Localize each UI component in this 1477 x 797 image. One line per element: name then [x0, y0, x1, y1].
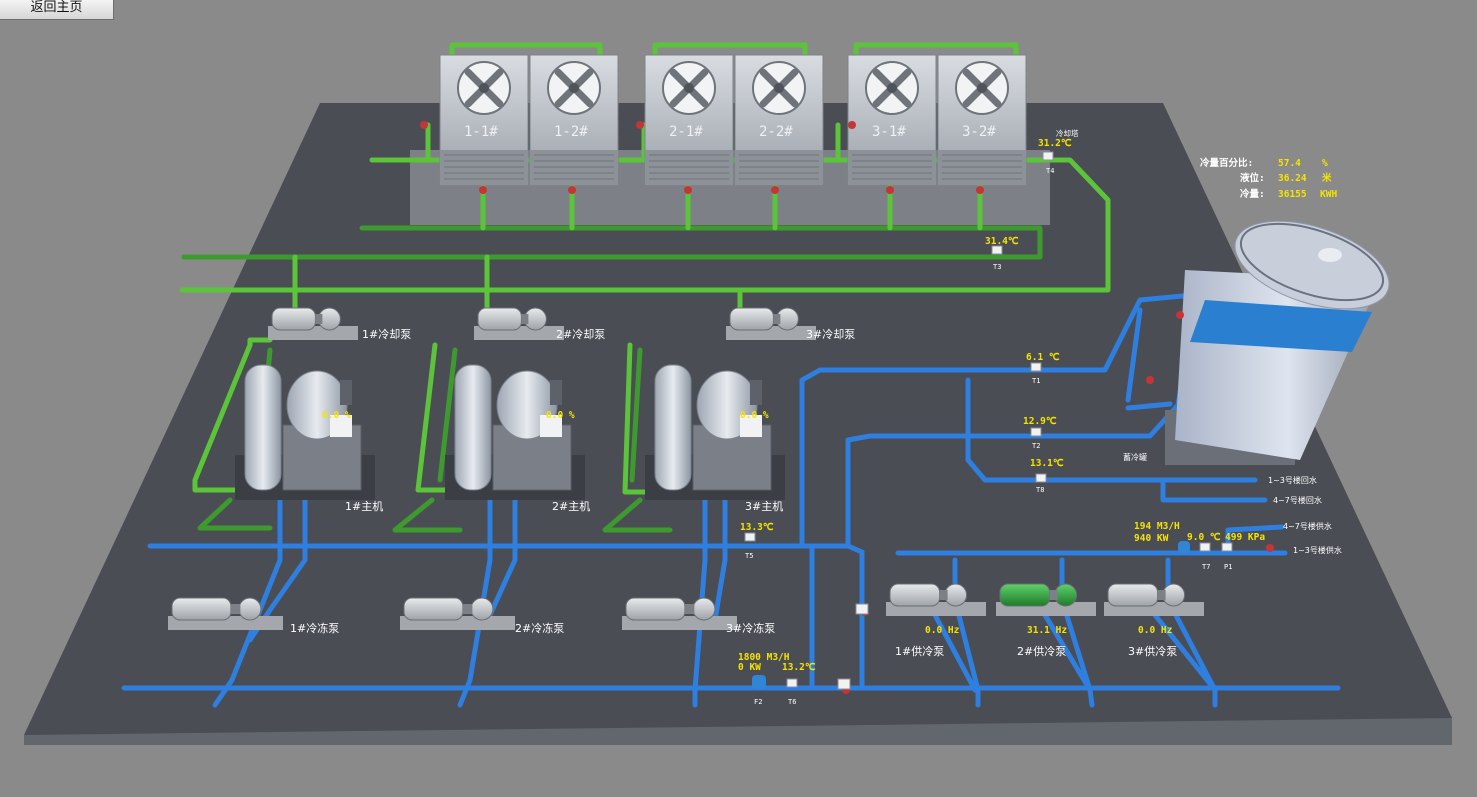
sensor-tag: T2 [1032, 442, 1040, 450]
supply-power-value: 940 KW [1134, 533, 1169, 544]
sensor-tag: P1 [1224, 563, 1232, 571]
cold-pct-label: 冷量百分比: [1200, 157, 1253, 169]
tower-label: 2-1# [669, 124, 703, 140]
flow-meters [752, 541, 1190, 689]
supply-pump-freq: 0.0 Hz [1138, 625, 1173, 636]
pump-unit[interactable] [474, 307, 564, 340]
fan-icon [872, 68, 912, 108]
cooling-tower[interactable]: 1-2# [529, 54, 619, 186]
sensor-t8-value: 13.1℃ [1030, 458, 1064, 469]
pipe-destination-label: 1~3号楼回水 [1268, 475, 1317, 485]
tower-label: 1-1# [464, 124, 498, 140]
cooling-tower[interactable]: 1-1# [439, 54, 529, 186]
pipe-destination-label: 1~3号楼供水 [1293, 545, 1342, 555]
main-power-value: 0 KW [738, 662, 761, 673]
cooling-tower[interactable]: 2-1# [644, 54, 734, 186]
sensor-tag: T5 [745, 552, 753, 560]
cold-pct-value: 57.4 [1278, 158, 1301, 169]
fan-icon [464, 68, 504, 108]
cold-label: 冷量: [1240, 188, 1265, 200]
chilled-pumps [168, 597, 737, 630]
cooling-tower[interactable]: 3-2# [937, 54, 1027, 186]
chiller-load-value: 0.0 % [546, 410, 575, 421]
sensor-t7-value: 9.0 ℃ [1187, 532, 1221, 543]
sensor-tag: T8 [1036, 486, 1044, 494]
sensor-tag: T6 [788, 698, 796, 706]
pipe-destination-label: 4~7号楼供水 [1283, 521, 1332, 531]
cold-value: 36155 [1278, 189, 1307, 200]
fan-icon [962, 68, 1002, 108]
chiller-load-value: 0.0 % [322, 410, 351, 421]
instrument-boxes [744, 151, 1233, 690]
sensor-tag: T7 [1202, 563, 1210, 571]
fan-icon [554, 68, 594, 108]
sensor-tag: F2 [754, 698, 762, 706]
fan-icon [669, 68, 709, 108]
pump-unit[interactable] [1104, 583, 1204, 616]
chiller-label: 2#主机 [552, 499, 590, 513]
supply-pump-label: 2#供冷泵 [1017, 644, 1066, 658]
cooling-tower[interactable]: 2-2# [734, 54, 824, 186]
tank-label: 蓄冷罐 [1123, 452, 1147, 462]
sensor-t2-value: 12.9℃ [1023, 416, 1057, 427]
ice-storage-tank [1165, 220, 1390, 465]
level-label: 液位: [1240, 172, 1265, 184]
sensor-t4-value: 31.2℃ [1038, 138, 1072, 149]
chilled-pump-label: 3#冷冻泵 [726, 621, 775, 635]
tower-label: 3-2# [962, 124, 996, 140]
sensor-tag: T3 [993, 263, 1001, 271]
pump-unit[interactable] [726, 307, 816, 340]
chillers [235, 364, 785, 500]
sensor-t1-value: 6.1 ℃ [1026, 352, 1060, 363]
chiller-unit[interactable] [235, 364, 375, 500]
pump-unit[interactable] [268, 307, 358, 340]
cold-pct-unit: % [1322, 158, 1328, 169]
chiller-unit[interactable] [445, 364, 585, 500]
chilled-pump-label: 2#冷冻泵 [515, 621, 564, 635]
cooling-towers: 1-1# 1-2# 2-1# 2-2# 3-1# 3-2# [439, 54, 1027, 186]
chiller-label: 1#主机 [345, 499, 383, 513]
cooling-tower[interactable]: 3-1# [847, 54, 937, 186]
chiller-load-value: 0.0 % [740, 410, 769, 421]
floor-edge [24, 718, 1452, 745]
supply-pump-freq: 31.1 Hz [1027, 625, 1067, 636]
tower-label: 2-2# [759, 124, 793, 140]
pump-unit[interactable] [886, 583, 986, 616]
chiller-unit[interactable] [645, 364, 785, 500]
fan-icon [759, 68, 799, 108]
tower-label: 1-2# [554, 124, 588, 140]
main-flow-value: 1800 M3/H [738, 652, 790, 663]
pipe-destination-label: 4~7号楼回水 [1273, 495, 1322, 505]
cold-unit: KWH [1320, 189, 1337, 200]
pump-unit[interactable] [400, 597, 515, 630]
pump-running[interactable] [996, 583, 1096, 616]
chiller-label: 3#主机 [745, 499, 783, 513]
sensor-t3-value: 31.4℃ [985, 236, 1019, 247]
back-home-button[interactable]: 返回主页 [0, 0, 114, 20]
level-value: 36.24 [1278, 173, 1307, 184]
tower-group-label: 冷却塔 [1056, 128, 1079, 138]
level-unit: 米 [1321, 172, 1332, 184]
cooling-pump-label: 3#冷却泵 [806, 328, 855, 341]
sensor-t6-value: 13.2℃ [782, 662, 816, 673]
cooling-pump-label: 1#冷却泵 [362, 328, 411, 341]
supply-pump-freq: 0.0 Hz [925, 625, 960, 636]
cooling-pumps [268, 307, 816, 340]
supply-pump-label: 1#供冷泵 [895, 644, 944, 658]
sensor-p1-value: 499 KPa [1225, 532, 1265, 543]
pump-unit[interactable] [168, 597, 283, 630]
supply-flow-value: 194 M3/H [1134, 521, 1180, 532]
cooling-pump-label: 2#冷却泵 [556, 328, 605, 341]
sensor-t5-value: 13.3℃ [740, 522, 774, 533]
sensor-tag: T1 [1032, 377, 1040, 385]
supply-pump-label: 3#供冷泵 [1128, 644, 1177, 658]
pump-unit[interactable] [622, 597, 737, 630]
tower-label: 3-1# [872, 124, 906, 140]
supply-pumps [886, 583, 1204, 616]
chilled-pump-label: 1#冷冻泵 [290, 621, 339, 635]
sensor-tag: T4 [1046, 167, 1054, 175]
